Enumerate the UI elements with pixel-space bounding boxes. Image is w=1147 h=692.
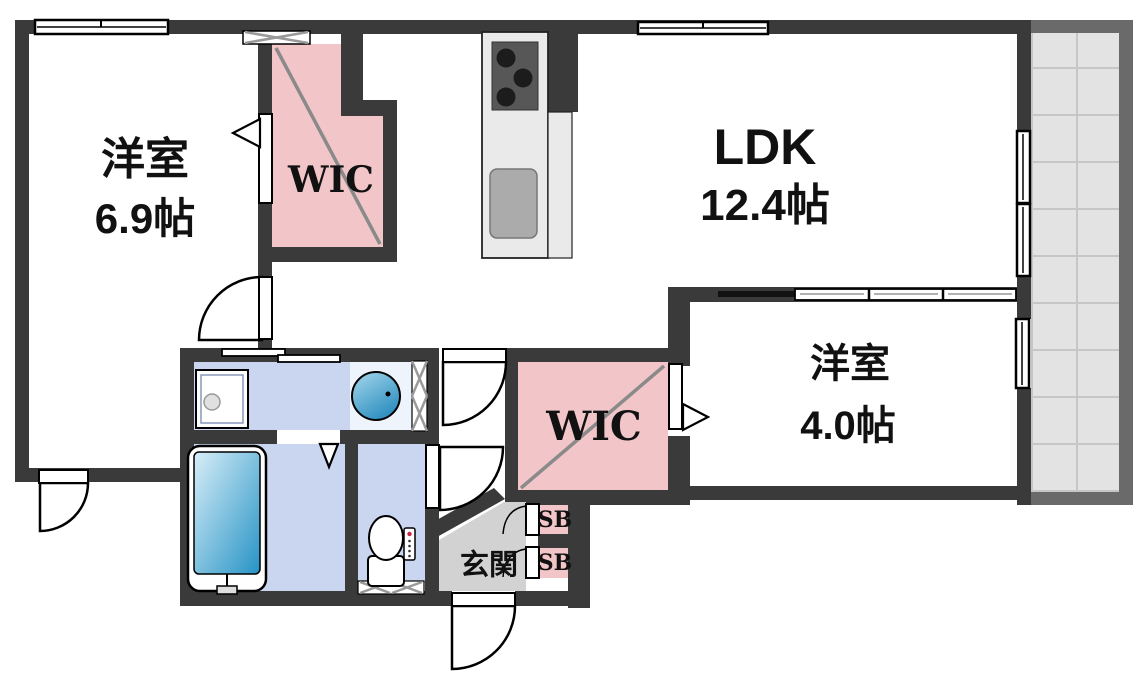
opening-wic1 <box>258 113 273 204</box>
sb-upper-label: SB <box>537 507 573 533</box>
washing-machine-pan <box>195 369 249 429</box>
stove-burner <box>496 87 516 107</box>
bathtub <box>186 444 268 595</box>
wall-wic1-bottom <box>258 247 397 262</box>
window-bedroom2-balcony <box>1014 317 1031 390</box>
balcony <box>1031 20 1133 505</box>
sliding-door-washroom <box>221 348 341 363</box>
door-front-swing <box>450 604 517 671</box>
wash-basin <box>351 371 401 421</box>
shoebox-lower-floor <box>540 547 570 578</box>
wall-wic2-bottom <box>505 490 690 505</box>
shoebox-upper-floor <box>540 503 570 534</box>
door-front-leaf <box>451 592 516 607</box>
door-hall-entry-swing <box>441 360 508 427</box>
wall-bath-toilet <box>345 430 358 605</box>
wic2-entry-arrow <box>681 402 711 432</box>
wall-right-a <box>1017 20 1031 131</box>
bedroom2-size: 4.0帖 <box>800 404 896 448</box>
wic1-label: WIC <box>288 159 374 201</box>
wic2-diagonal <box>519 364 666 490</box>
bedroom1-name: 洋室 <box>101 135 189 184</box>
door-bedroom1-outer-leaf <box>38 469 89 484</box>
wic1-floor-lower <box>272 112 383 248</box>
door-bedroom1-outer-swing <box>38 481 90 533</box>
wall-wic1-right <box>383 112 397 262</box>
wic1-entry-arrow <box>230 117 262 149</box>
shoebox-upper-leaf <box>525 503 540 536</box>
wall-entry-diagonal <box>426 488 505 537</box>
window-wic1-louver <box>242 30 311 45</box>
stove-burner <box>513 68 533 88</box>
window-ldk-top <box>636 20 770 36</box>
bedroom1-size: 6.9帖 <box>94 195 196 242</box>
door-toilet-leaf <box>425 444 440 509</box>
wall-bedroom2-bottom <box>668 486 1031 500</box>
shoebox-upper-arc <box>502 505 527 535</box>
wall-toilet-right-a <box>425 348 439 445</box>
wic2-label: WIC <box>546 403 642 450</box>
wall-bedroom2-left-a <box>668 287 690 366</box>
kitchen-sink <box>489 168 538 239</box>
toilet-remote <box>403 527 416 561</box>
shoebox-lower-leaf <box>525 546 540 579</box>
wall-right-c <box>1017 388 1031 505</box>
opening-wic2 <box>668 363 683 430</box>
wall-bath-divider-a <box>180 430 277 444</box>
wall-bottom-a <box>180 591 452 606</box>
ldk-name: LDK <box>713 119 817 175</box>
genkan-label: 玄関 <box>459 549 519 582</box>
door-bedroom1-leaf <box>258 276 273 340</box>
wall-shoebox-right <box>568 490 590 608</box>
door-leaves <box>38 113 683 607</box>
sb-lower-label: SB <box>537 550 573 576</box>
wall-shoebox-divider <box>538 534 572 548</box>
bathroom-door-triangle <box>318 442 340 471</box>
wall-left <box>15 20 29 482</box>
arrows <box>230 117 711 471</box>
door-toilet-swing <box>438 445 505 512</box>
pipe-space-vertical <box>410 360 429 432</box>
window-bedroom1-top <box>33 18 170 36</box>
wall-bath-divider-b <box>340 430 430 444</box>
kitchen-counter <box>481 31 573 259</box>
door-bedroom1-swing <box>197 275 264 342</box>
door-hall-entry-leaf <box>442 348 507 363</box>
wall-wic2-top <box>505 348 690 362</box>
window-ldk-balcony <box>1015 129 1032 278</box>
wall-wic1-step-v <box>341 32 363 105</box>
bedroom2-name: 洋室 <box>810 342 890 386</box>
wall-kitchen-stub <box>546 30 578 112</box>
toilet <box>367 515 416 587</box>
stove-burner <box>496 48 516 68</box>
wall-right-b <box>1017 276 1031 319</box>
sliding-door-bedroom2 <box>718 288 1017 301</box>
door-swings <box>38 275 517 671</box>
wall-wic2-left <box>505 348 518 505</box>
shoebox-lower-arc <box>502 548 527 578</box>
ldk-size: 12.4帖 <box>700 181 830 230</box>
wic1-diagonal <box>274 47 382 245</box>
balcony-tiles <box>1031 33 1119 492</box>
